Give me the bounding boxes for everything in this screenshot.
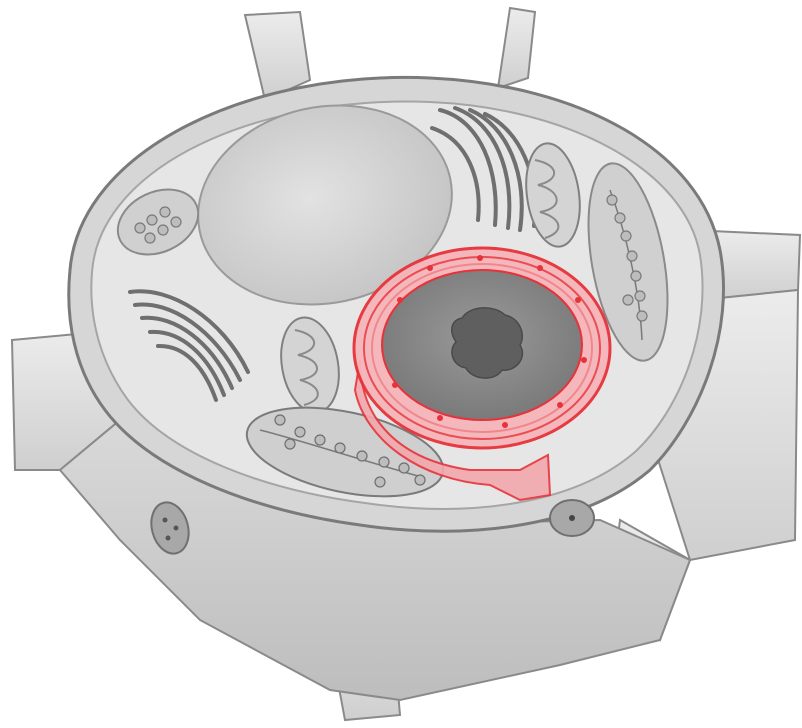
nucleolus bbox=[452, 308, 523, 378]
